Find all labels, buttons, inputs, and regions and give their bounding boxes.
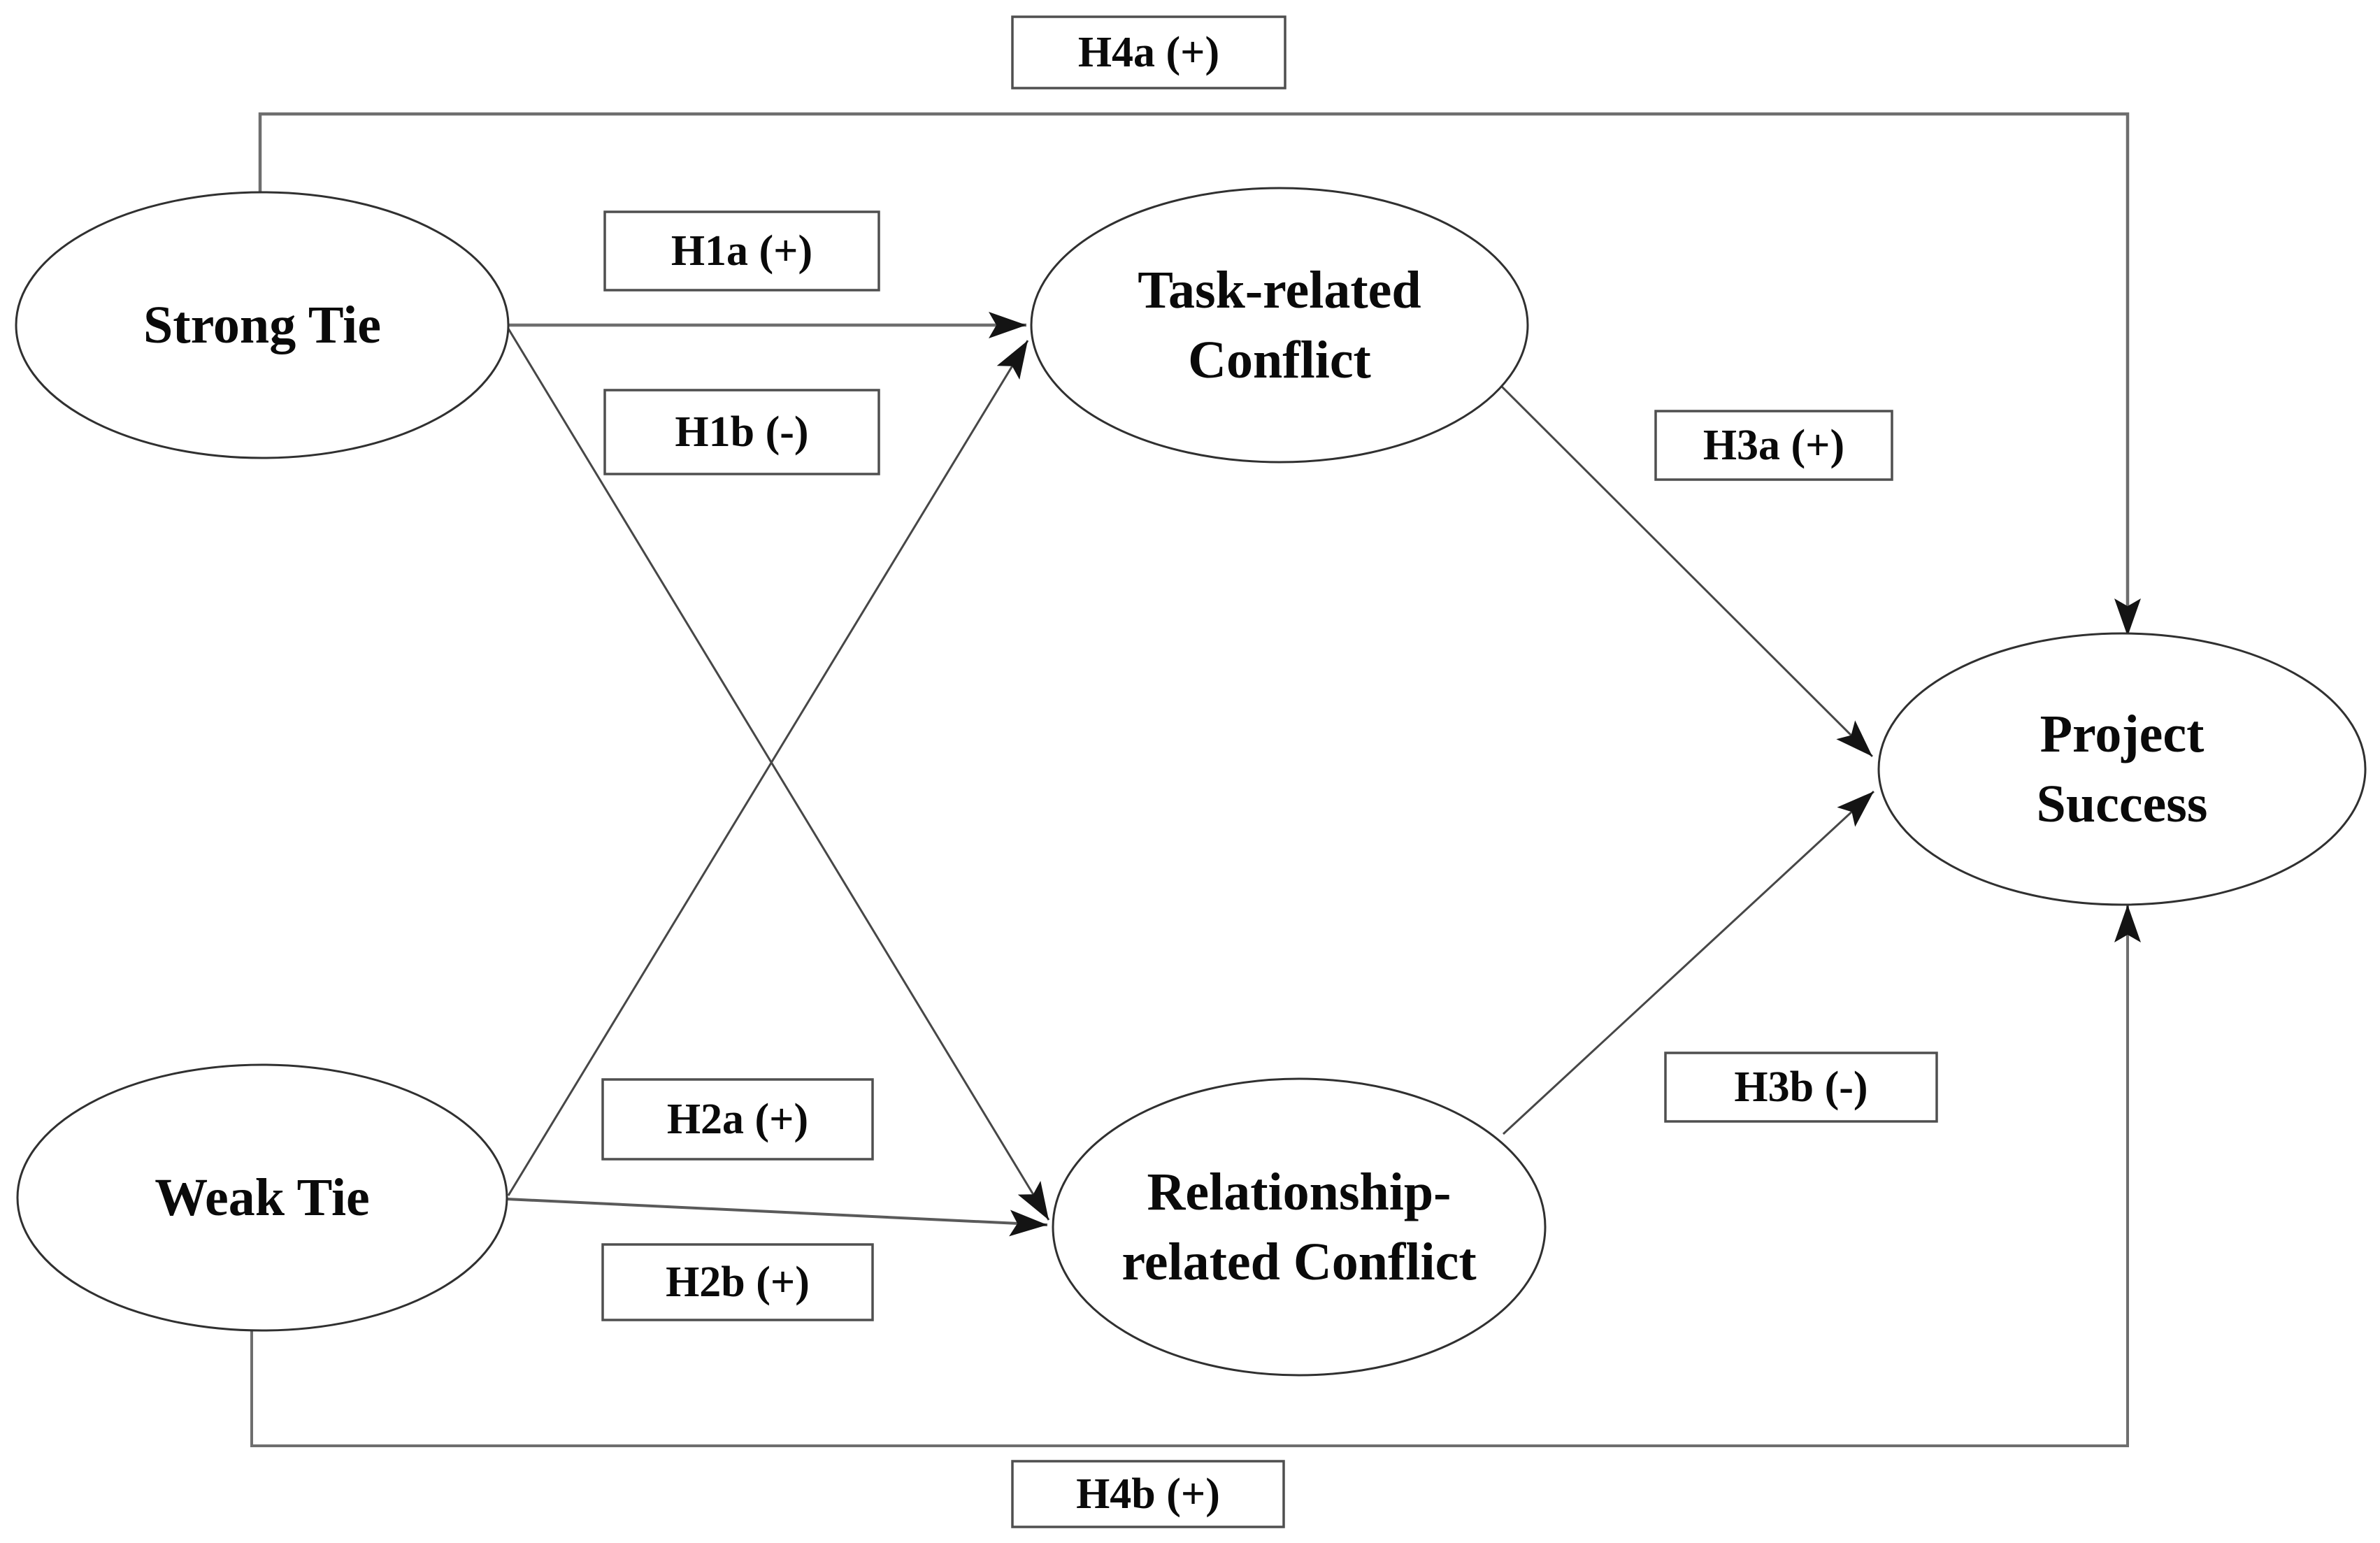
hypothesis-label-h4a: H4a (+) <box>1011 15 1286 89</box>
node-weak-tie: Weak Tie <box>16 1063 508 1332</box>
edge-h3a-arrow <box>1495 380 1874 758</box>
hypothesis-text-h3b: H3b (-) <box>1734 1063 1868 1111</box>
hypothesis-box-h1a <box>603 210 880 292</box>
relationship-related-conflict-label: Relationship-related Conflict <box>1121 1163 1476 1291</box>
hypothesis-text-h1b: H1b (-) <box>675 408 808 456</box>
hypothesis-box-h2a <box>601 1078 874 1161</box>
hypothesis-text-h4a: H4a (+) <box>1078 29 1219 76</box>
hypothesis-text-h1a: H1a (+) <box>671 227 812 275</box>
edge-h2b-arrow <box>506 1198 1048 1237</box>
edge-h4a-arrow <box>258 112 2141 636</box>
hypothesis-box-h3a <box>1654 410 1893 481</box>
hypothesis-label-h2b: H2b (+) <box>601 1243 874 1321</box>
labels-layer: H4a (+) H1a (+) H1b (-) H3a (+) H2a (+) H2b (… <box>601 15 1938 1528</box>
weak-tie-ellipse <box>16 1063 508 1332</box>
hypothesis-label-h2a: H2a (+) <box>601 1078 874 1161</box>
strong-tie-label: Strong Tie <box>143 296 381 354</box>
edge-h2a-arrow <box>507 340 1029 1196</box>
node-relationship-related-conflict: Relationship-related Conflict <box>1052 1077 1547 1377</box>
hypothesis-box-h3b <box>1664 1052 1938 1123</box>
relationship-related-conflict-ellipse <box>1052 1077 1547 1377</box>
weak-tie-label: Weak Tie <box>155 1168 370 1227</box>
hypothesis-box-h2b <box>601 1243 874 1321</box>
node-strong-tie: Strong Tie <box>15 191 510 459</box>
hypothesis-text-h4b: H4b (+) <box>1076 1470 1220 1518</box>
edge-h4b-arrow <box>250 905 2141 1447</box>
strong-tie-ellipse <box>15 191 510 459</box>
hypothesis-box-h4b <box>1011 1460 1285 1528</box>
hypothesis-label-h3a: H3a (+) <box>1654 410 1893 481</box>
task-related-conflict-ellipse <box>1030 187 1529 464</box>
project-success-ellipse <box>1877 632 2367 906</box>
hypothesis-label-h1a: H1a (+) <box>603 210 880 292</box>
edge-h1b-arrow <box>507 328 1050 1221</box>
hypothesis-box-h1b <box>603 389 880 475</box>
hypothesis-label-h1b: H1b (-) <box>603 389 880 475</box>
hypothesis-label-h3b: H3b (-) <box>1664 1052 1938 1123</box>
hypothesis-text-h3a: H3a (+) <box>1703 422 1844 469</box>
edges-layer <box>250 112 2141 1447</box>
hypothesis-text-h2a: H2a (+) <box>667 1096 808 1143</box>
hypothesis-text-h2b: H2b (+) <box>666 1258 810 1306</box>
hypothesis-box-h4a <box>1011 15 1286 89</box>
edge-h3b-arrow <box>1502 790 1875 1135</box>
hypothesis-label-h4b: H4b (+) <box>1011 1460 1285 1528</box>
